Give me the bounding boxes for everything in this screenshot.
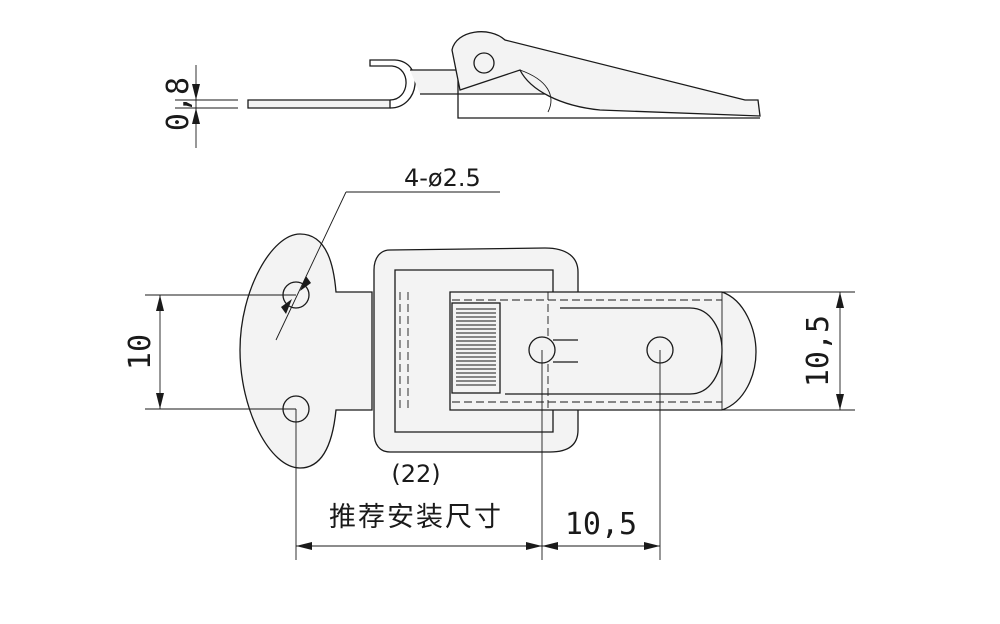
dim10-label: 10 bbox=[123, 334, 158, 370]
callout-arrow-2 bbox=[281, 299, 292, 314]
side-view: 0,8 bbox=[161, 31, 761, 148]
frame-slot bbox=[553, 339, 578, 363]
spring-housing bbox=[451, 302, 501, 394]
callout-arrow-1 bbox=[300, 276, 311, 291]
side-lever-arc bbox=[519, 69, 552, 113]
install-distance-label: (22) bbox=[391, 460, 440, 488]
dimensions: 4-ø2.5 10 10,5 (22) 推荐安装尺寸 10,5 bbox=[123, 164, 855, 560]
spring-coils bbox=[456, 308, 496, 386]
side-base-strip bbox=[247, 99, 391, 109]
side-lever bbox=[451, 31, 761, 117]
dim10-arrow-bottom bbox=[156, 393, 164, 409]
dim105b-arrow-right bbox=[644, 542, 660, 550]
top-view bbox=[239, 233, 757, 469]
dim105b-arrow-left bbox=[542, 542, 558, 550]
dim22-arrow-left bbox=[296, 542, 312, 550]
dim105-arrow-top bbox=[836, 292, 844, 308]
hole-callout-label: 4-ø2.5 bbox=[404, 164, 481, 192]
dim22-arrow-right bbox=[526, 542, 542, 550]
hook-width-label: 10,5 bbox=[801, 315, 836, 387]
callout-leader-diagonal bbox=[275, 191, 347, 341]
side-pivot-hole bbox=[473, 52, 495, 74]
thickness-arrow-bottom bbox=[192, 108, 200, 124]
dim105-arrow-bottom bbox=[836, 394, 844, 410]
install-recommendation-label: 推荐安装尺寸 bbox=[329, 502, 503, 533]
mounting-plate bbox=[239, 233, 373, 469]
hole-spacing-horizontal-label: 10,5 bbox=[565, 507, 637, 542]
thickness-label: 0,8 bbox=[161, 77, 196, 131]
hook-plate bbox=[449, 291, 757, 411]
side-hinge-curl bbox=[369, 59, 416, 109]
dim10-arrow-top bbox=[156, 295, 164, 311]
side-base-block bbox=[457, 80, 760, 119]
thickness-arrow-top bbox=[192, 84, 200, 100]
lever-frame-inner bbox=[394, 269, 554, 433]
